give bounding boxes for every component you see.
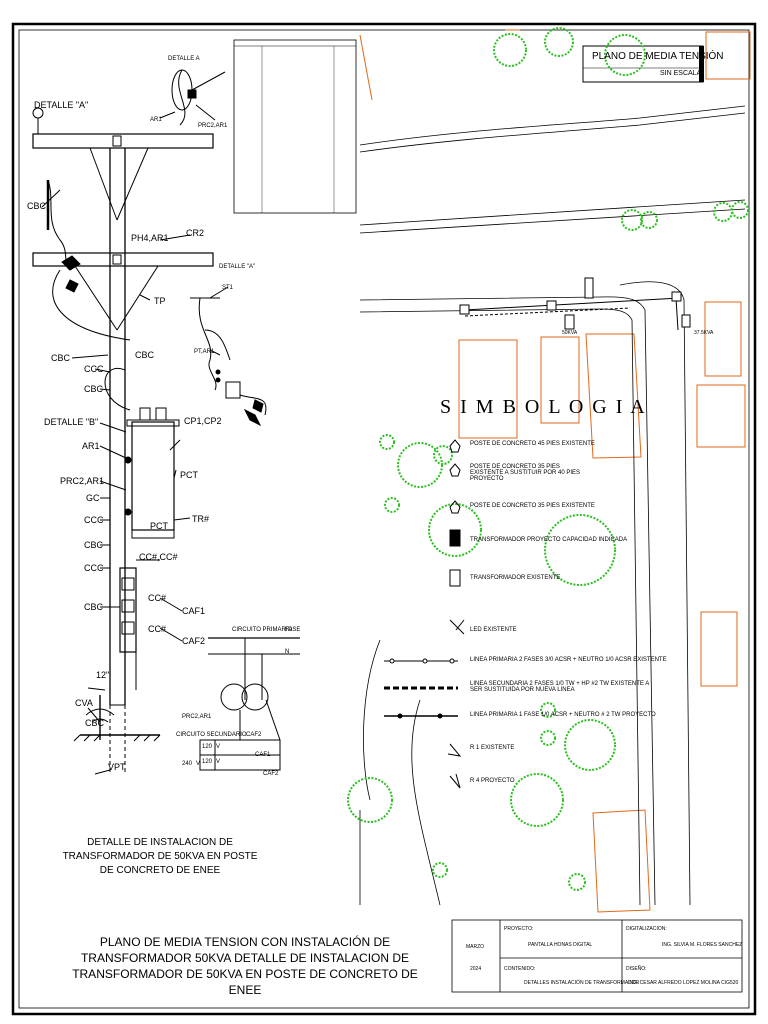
specs-table bbox=[233, 39, 357, 214]
v-unit-b: V bbox=[216, 759, 221, 765]
legend-item: TRANSFORMADOR PROYECTO CAPACIDAD INDICAD… bbox=[470, 537, 628, 543]
wiring-diagram bbox=[199, 637, 300, 771]
ph4-ar1-label: PH4,AR1 bbox=[131, 233, 169, 243]
ar1-label: AR1 bbox=[82, 441, 100, 451]
neutral-label: N bbox=[285, 649, 290, 655]
ccc-label-2: CCC bbox=[84, 515, 104, 525]
wiring-caf1-label: CAF1 bbox=[255, 752, 271, 758]
legend-item: R 4 PROYECTO bbox=[470, 778, 515, 784]
wiring-prc2-ar1-label: PRC2,AR1 bbox=[182, 714, 212, 720]
prc2-ar1-small-label: PRC2,AR1 bbox=[198, 123, 228, 129]
legend-item: POSTE DE CONCRETO 35 PIES EXISTENTE bbox=[470, 503, 595, 509]
v-unit-a: V bbox=[216, 744, 221, 750]
detalle-b-label: DETALLE "B" bbox=[44, 417, 99, 427]
sheet-border-inner bbox=[18, 29, 750, 1009]
tr-label: TR# bbox=[192, 514, 210, 524]
digitalizacion-value: ING. SILVIA M. FLORES SANCHEZ bbox=[662, 942, 743, 948]
legend-item: R 1 EXISTENTE bbox=[470, 745, 515, 751]
v120-a: 120 bbox=[202, 744, 213, 750]
cp1-cp2-label: CP1,CP2 bbox=[184, 416, 222, 426]
circuito-secundario-label: CIRCUITO SECUNDARIO bbox=[176, 732, 247, 738]
cc-label-1: CC# bbox=[148, 593, 167, 603]
diseno-value: ING. CESAR ALFREDO LOPEZ MOLINA CIG520 bbox=[628, 980, 739, 986]
simbologia-heading: S I M B O L O G I A bbox=[440, 396, 647, 418]
v-unit-c: V bbox=[196, 761, 201, 767]
proyecto-label: PROYECTO: bbox=[504, 926, 534, 932]
wiring-caf2-label-b: CAF2 bbox=[263, 771, 279, 777]
transformer-label: 50KVA bbox=[562, 330, 578, 336]
contenido-value: DETALLES INSTALACIÓN DE TRANSFORMADOR bbox=[524, 980, 640, 986]
cbc-ground-label: CBC bbox=[85, 718, 105, 728]
detalle-a-inset-label: DETALLE "A" bbox=[219, 264, 256, 270]
gc-label: GC bbox=[86, 493, 100, 503]
wiring-caf2-label: CAF2 bbox=[246, 732, 262, 738]
ar1-small-label: AR1 bbox=[150, 117, 162, 123]
legend-item: TRANSFORMADOR EXISTENTE bbox=[470, 575, 561, 581]
v240: 240 bbox=[182, 761, 193, 767]
legend-item: LINEA PRIMARIA 1 FASE 1/0 ACSR + NEUTRO … bbox=[470, 712, 656, 718]
vpt-label: VPT bbox=[108, 762, 126, 772]
v120-b: 120 bbox=[202, 759, 213, 765]
cbc-label-6: CBC bbox=[84, 602, 104, 612]
pt-ar1-label: PT,AR1 bbox=[194, 349, 215, 355]
legend-item: LINEA PRIMARIA 2 FASES 3/0 ACSR + NEUTRO… bbox=[470, 657, 667, 663]
pct-label-2: PCT bbox=[150, 521, 168, 531]
cbc-label-4: CBC bbox=[84, 384, 104, 394]
caf2-label: CAF2 bbox=[182, 636, 206, 646]
cbc-label-5: CBC bbox=[84, 540, 104, 550]
circuito-primario-label: CIRCUITO PRIMARIO bbox=[232, 627, 293, 633]
cbc-label-1: CBC bbox=[27, 201, 47, 211]
pole-detail bbox=[32, 107, 214, 775]
main-title: PLANO DE MEDIA TENSION CON INSTALACIÓN D… bbox=[72, 935, 418, 997]
ccc-label-1: CCC bbox=[84, 364, 104, 374]
cbc-label-2: CBC bbox=[51, 353, 71, 363]
cr2-label: CR2 bbox=[186, 228, 205, 238]
detalle-a-clamp bbox=[190, 286, 267, 427]
date-year: 2024 bbox=[470, 966, 482, 972]
prc2-ar1-label: PRC2,AR1 bbox=[60, 476, 105, 486]
contenido-label: CONTENIDO: bbox=[504, 966, 536, 972]
detail-caption: DETALLE DE INSTALACION DE TRANSFORMADOR … bbox=[62, 837, 258, 876]
legend-item: LINEA SECUNDARIA 2 FASES 1/0 TW + HP #2 … bbox=[470, 681, 649, 693]
digitalizacion-label: DIGITALIZACION: bbox=[626, 926, 667, 932]
plan-scale: SIN ESCALA bbox=[660, 70, 702, 77]
tp-label: TP bbox=[154, 296, 166, 306]
cc-cc-label: CC#,CC# bbox=[139, 552, 178, 562]
detalle-a-small-label: DETALLE A bbox=[168, 56, 200, 62]
legend-item: LED EXISTENTE bbox=[470, 627, 517, 633]
date-month: MARZO bbox=[466, 944, 485, 950]
detalle-a-insert bbox=[159, 69, 226, 126]
legend-item: POSTE DE CONCRETO 35 PIES EXISTENTE A SU… bbox=[470, 464, 581, 482]
site-plan bbox=[347, 27, 751, 993]
st1-label: ST1 bbox=[222, 285, 234, 291]
fase-label: FASE bbox=[285, 627, 301, 633]
dim-12-label: 12" bbox=[96, 670, 110, 680]
ccc-label-3: CCC bbox=[84, 563, 104, 573]
cc-label-2: CC# bbox=[148, 624, 167, 634]
cva-label: CVA bbox=[75, 698, 93, 708]
plan-title: PLANO DE MEDIA TENSIÓN bbox=[592, 51, 724, 62]
pct-label-1: PCT bbox=[180, 470, 198, 480]
caf1-label: CAF1 bbox=[182, 606, 206, 616]
diseno-label: DISEÑO: bbox=[626, 966, 647, 972]
proyecto-value: PANTALLA HONAS DIGITAL bbox=[528, 942, 593, 948]
transformer-label-b: 37.5KVA bbox=[694, 330, 714, 336]
cbc-label-3: CBC bbox=[135, 350, 155, 360]
sheet-border-outer bbox=[11, 22, 757, 1016]
legend-item: POSTE DE CONCRETO 45 PIES EXISTENTE bbox=[470, 441, 595, 447]
detalle-a-label: DETALLE "A" bbox=[34, 100, 89, 110]
